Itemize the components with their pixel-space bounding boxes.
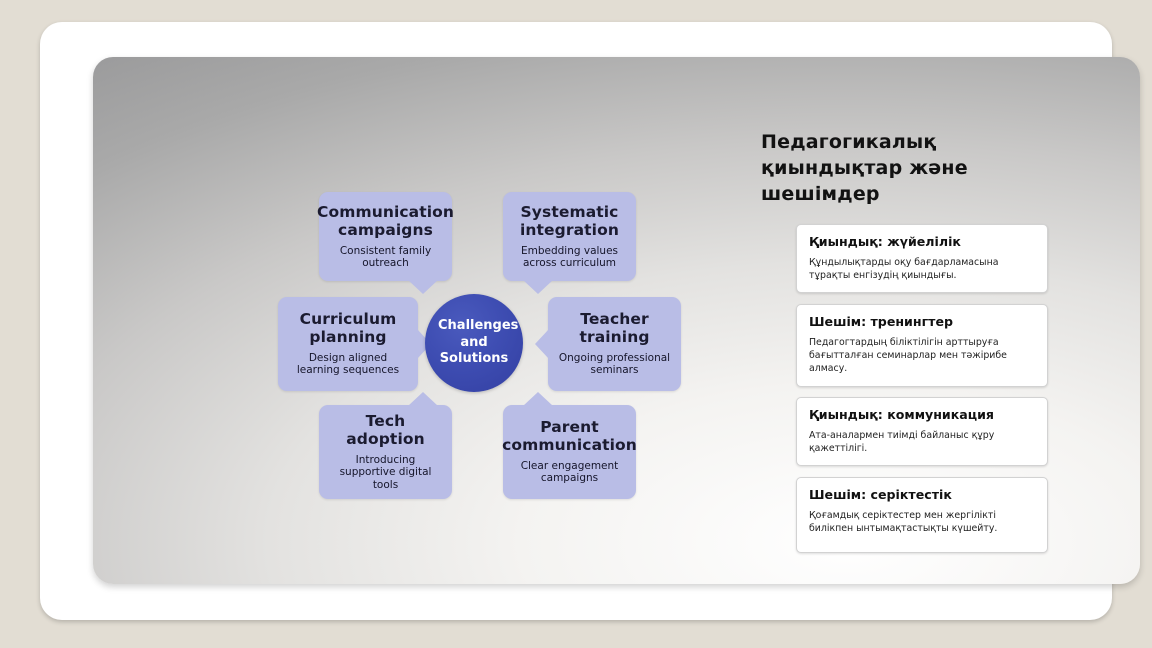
node-description: Embedding values across curriculum <box>520 244 619 269</box>
info-card-title: Шешім: серіктестік <box>809 487 952 502</box>
diagram-node-systematic-integration[interactable]: Systematic integration Embedding values … <box>503 192 636 294</box>
callout-tail-icon <box>408 392 438 406</box>
node-title: Tech adoption <box>346 411 425 448</box>
diagram-node-teacher-training[interactable]: Teacher training Ongoing professional se… <box>535 297 681 391</box>
callout-tail-icon <box>535 329 549 359</box>
diagram-node-parent-communication[interactable]: Parent communication Clear engagement ca… <box>502 392 637 499</box>
node-description: Design aligned learning sequences <box>296 352 400 377</box>
node-title: Curriculum planning <box>299 310 397 347</box>
info-card-description: Ата-аналармен тиімді байланыс құру қажет… <box>809 429 995 455</box>
diagram-node-communication-campaigns[interactable]: Communication campaigns Consistent famil… <box>316 192 455 294</box>
slide-canvas: Communication campaigns Consistent famil… <box>93 57 1140 584</box>
info-card-description: Құндылықтарды оқу бағдарламасына тұрақты… <box>809 256 999 282</box>
hub-label: Challenges and Solutions <box>438 318 519 367</box>
diagram-node-curriculum-planning[interactable]: Curriculum planning Design aligned learn… <box>278 297 431 391</box>
info-card-challenge-systematic[interactable]: Қиындық: жүйелілік Құндылықтарды оқу бағ… <box>796 224 1048 294</box>
node-description: Introducing supportive digital tools <box>339 453 432 491</box>
cycle-diagram: Communication campaigns Consistent famil… <box>93 57 753 584</box>
callout-tail-icon <box>523 280 553 294</box>
node-description: Clear engagement campaigns <box>520 460 619 485</box>
info-card-solution-partnership[interactable]: Шешім: серіктестік Қоғамдық серіктестер … <box>796 477 1048 553</box>
info-card-title: Қиындық: коммуникация <box>809 407 995 422</box>
node-title: Communication campaigns <box>316 202 455 239</box>
info-card-description: Қоғамдық серіктестер мен жергілікті билі… <box>809 509 998 535</box>
panel-heading: Педагогикалық қиындықтар және шешімдер <box>761 131 968 206</box>
info-card-challenge-communication[interactable]: Қиындық: коммуникация Ата-аналармен тиім… <box>796 397 1048 467</box>
slide-page-frame: Communication campaigns Consistent famil… <box>40 22 1140 620</box>
info-card-solution-trainings[interactable]: Шешім: тренингтер Педагогтардың біліктіл… <box>796 304 1048 387</box>
info-card-title: Шешім: тренингтер <box>809 314 954 329</box>
content-panel: Педагогикалық қиындықтар және шешімдер Қ… <box>743 57 1140 584</box>
callout-tail-icon <box>408 280 438 294</box>
node-title: Parent communication <box>502 418 637 455</box>
diagram-hub[interactable]: Challenges and Solutions <box>425 294 523 392</box>
node-title: Teacher training <box>579 310 650 347</box>
node-title: Systematic integration <box>520 202 619 239</box>
node-description: Ongoing professional seminars <box>558 352 671 377</box>
info-card-title: Қиындық: жүйелілік <box>809 234 961 249</box>
callout-tail-icon <box>523 392 553 406</box>
diagram-node-tech-adoption[interactable]: Tech adoption Introducing supportive dig… <box>319 392 452 499</box>
node-description: Consistent family outreach <box>339 244 432 269</box>
info-card-description: Педагогтардың біліктілігін арттыруға бағ… <box>809 336 1007 375</box>
